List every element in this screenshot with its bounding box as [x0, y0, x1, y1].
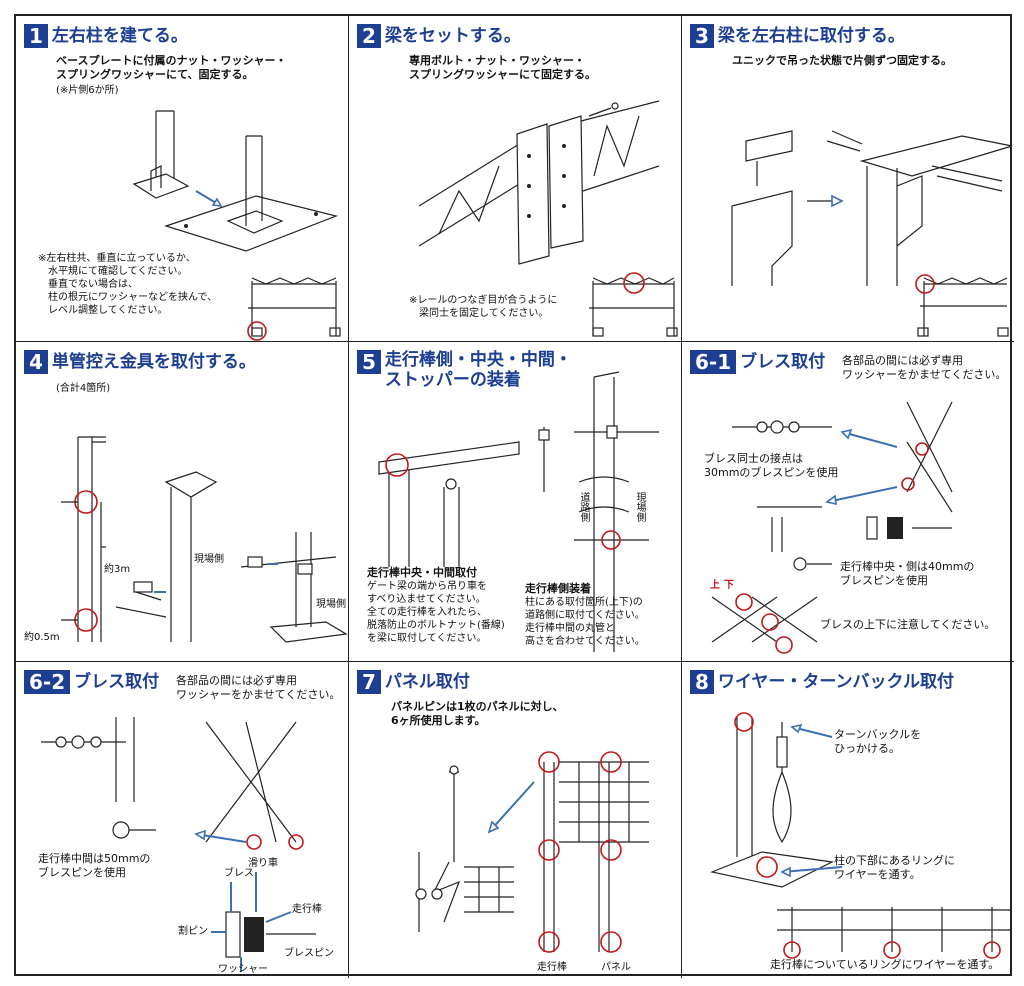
rod-mount-illustration — [378, 371, 659, 652]
step-2-panel: 2 梁をセットする。 専用ボルト・ナット・ワッシャー・ スプリングワッシャーにて… — [349, 16, 682, 342]
brace-orientation-note: ブレスの上下に注意してください。 — [820, 618, 996, 631]
step-note-level: ※左右柱共、垂直に立っているか、 水平規にて確認してください。 垂直でない場合は… — [38, 253, 218, 316]
label-brace: ブレス — [224, 868, 254, 879]
step-title: ワイヤー・ターンバックル取付 — [717, 672, 955, 692]
beam-joint-illustration — [418, 100, 678, 337]
brace-40mm-note: 走行棒中央・側は40mmの ブレスピンを使用 — [840, 560, 975, 587]
step-badge: 3 — [690, 24, 714, 48]
label-rod: 走行棒 — [537, 962, 567, 973]
panel-illustration — [415, 751, 649, 953]
label-brace-pin: ブレスピン — [284, 948, 334, 959]
center-description: ゲート梁の端から吊り車を すべり込ませてください。 全ての走行棒を入れたら、 脱… — [367, 581, 505, 644]
step-2-header: 2 梁をセットする。 — [357, 24, 521, 48]
step-6-1-panel: 6-1 ブレス取付 各部品の間には必ず専用 ワッシャーをかませてください。 ブレ… — [682, 342, 1014, 662]
label-rod: 走行棒 — [292, 904, 322, 915]
turnbuckle-note: ターンバックルを ひっかける。 — [834, 728, 922, 755]
label-panel: パネル — [601, 962, 631, 973]
label-up: 上 — [710, 580, 720, 591]
label-road-side: 道路側 — [578, 492, 589, 522]
step-5-header: 5 走行棒側・中央・中間・ ストッパーの装着 — [357, 350, 572, 390]
step-description: 各部品の間には必ず専用 ワッシャーをかませてください。 — [176, 674, 341, 701]
label-split-pin: 割ピン — [178, 926, 208, 937]
ring-note: 柱の下部にあるリングに ワイヤーを通す。 — [834, 854, 955, 881]
step-7-header: 7 パネル取付 — [357, 670, 470, 694]
step-title: ブレス取付 — [74, 672, 160, 692]
beam-mount-illustration — [731, 130, 1013, 337]
rod-ring-note: 走行棒についているリングにワイヤーを通す。 — [770, 958, 1000, 971]
step-title: 梁をセットする。 — [384, 26, 521, 46]
step-6-2-panel: 6-2 ブレス取付 各部品の間には必ず専用 ワッシャーをかませてください。 走行… — [16, 662, 349, 978]
step-4-header: 4 単管控え金具を取付する。 — [24, 350, 256, 374]
label-site-side: 現場側 — [194, 554, 224, 565]
label-washer: ワッシャー — [218, 964, 268, 975]
step-note: (※片側6か所) — [56, 85, 119, 96]
step-badge: 6-2 — [24, 670, 71, 694]
step-description: 各部品の間には必ず専用 ワッシャーをかませてください。 — [842, 354, 1007, 381]
step-badge: 6-1 — [690, 350, 737, 374]
sub-title-side: 走行棒側装着 — [525, 582, 591, 595]
sub-title-center: 走行棒中央・中間取付 — [367, 566, 477, 579]
step-8-header: 8 ワイヤー・ターンバックル取付 — [690, 670, 954, 694]
step-description: 専用ボルト・ナット・ワッシャー・ スプリングワッシャーにて固定する。 — [409, 54, 596, 81]
column-base-illustration — [132, 110, 341, 341]
side-description: 柱にある取付箇所(上下)の 道路側に取付てください。 走行棒中間の丸管と 高さを… — [525, 597, 645, 647]
brace-50mm-note: 走行棒中間は50mmの ブレスピンを使用 — [38, 852, 151, 879]
step-7-panel: 7 パネル取付 パネルピンは1枚のパネルに対し、 6ヶ所使用します。 走行棒 パ… — [349, 662, 682, 978]
step-note: (合計4箇所) — [56, 383, 111, 394]
brace-illustration — [711, 401, 953, 654]
step-badge: 7 — [357, 670, 381, 694]
label-down: 下 — [724, 580, 734, 591]
step-description: ユニックで吊った状態で片側ずつ固定する。 — [732, 54, 952, 67]
instruction-grid: 1 左右柱を建てる。 ベースプレートに付属のナット・ワッシャー・ スプリングワッ… — [14, 14, 1014, 978]
pipe-bracket-illustration — [61, 436, 348, 643]
step-6-2-header: 6-2 ブレス取付 — [24, 670, 159, 694]
step-1-header: 1 左右柱を建てる。 — [24, 24, 188, 48]
wire-turnbuckle-illustration — [709, 712, 1012, 959]
step-8-panel: 8 ワイヤー・ターンバックル取付 ターンバックルを ひっかける。 柱の下部にある… — [682, 662, 1014, 978]
step-description: ベースプレートに付属のナット・ワッシャー・ スプリングワッシャーにて、固定する。 — [56, 54, 287, 81]
step-4-panel: 4 単管控え金具を取付する。 (合計4箇所) 現場側 現場側 約3m 約0.5m — [16, 342, 349, 662]
step-3-panel: 3 梁を左右柱に取付する。 ユニックで吊った状態で片側ずつ固定する。 — [682, 16, 1014, 342]
label-height-05m: 約0.5m — [24, 632, 60, 643]
step-title: パネル取付 — [384, 672, 470, 692]
step-badge: 8 — [690, 670, 714, 694]
step-badge: 4 — [24, 350, 48, 374]
label-height-3m: 約3m — [104, 564, 131, 575]
step-badge: 2 — [357, 24, 381, 48]
step-title: ブレス取付 — [740, 352, 826, 372]
step-3-header: 3 梁を左右柱に取付する。 — [690, 24, 905, 48]
step-badge: 5 — [357, 350, 381, 374]
label-pulley: 滑り車 — [248, 858, 278, 869]
step-title: 梁を左右柱に取付する。 — [717, 26, 905, 46]
label-site-side-2: 現場側 — [316, 599, 346, 610]
step-1-panel: 1 左右柱を建てる。 ベースプレートに付属のナット・ワッシャー・ スプリングワッ… — [16, 16, 349, 342]
step-description: パネルピンは1枚のパネルに対し、 6ヶ所使用します。 — [391, 700, 564, 727]
label-site-side: 現場側 — [634, 492, 645, 522]
brace-30mm-note: ブレス同士の接点は 30mmのブレスピンを使用 — [704, 452, 839, 479]
step-title: 左右柱を建てる。 — [51, 26, 188, 46]
step-5-panel: 5 走行棒側・中央・中間・ ストッパーの装着 道路側 現場側 走行棒中央・中間取… — [349, 342, 682, 662]
step-title: 走行棒側・中央・中間・ ストッパーの装着 — [384, 350, 572, 390]
step-badge: 1 — [24, 24, 48, 48]
step-6-1-header: 6-1 ブレス取付 — [690, 350, 825, 374]
step-title: 単管控え金具を取付する。 — [51, 352, 256, 372]
brace-detail-illustration — [41, 717, 316, 972]
step-note-joint: ※レールのつなぎ目が合うように 梁同士を固定してください。 — [409, 295, 558, 319]
